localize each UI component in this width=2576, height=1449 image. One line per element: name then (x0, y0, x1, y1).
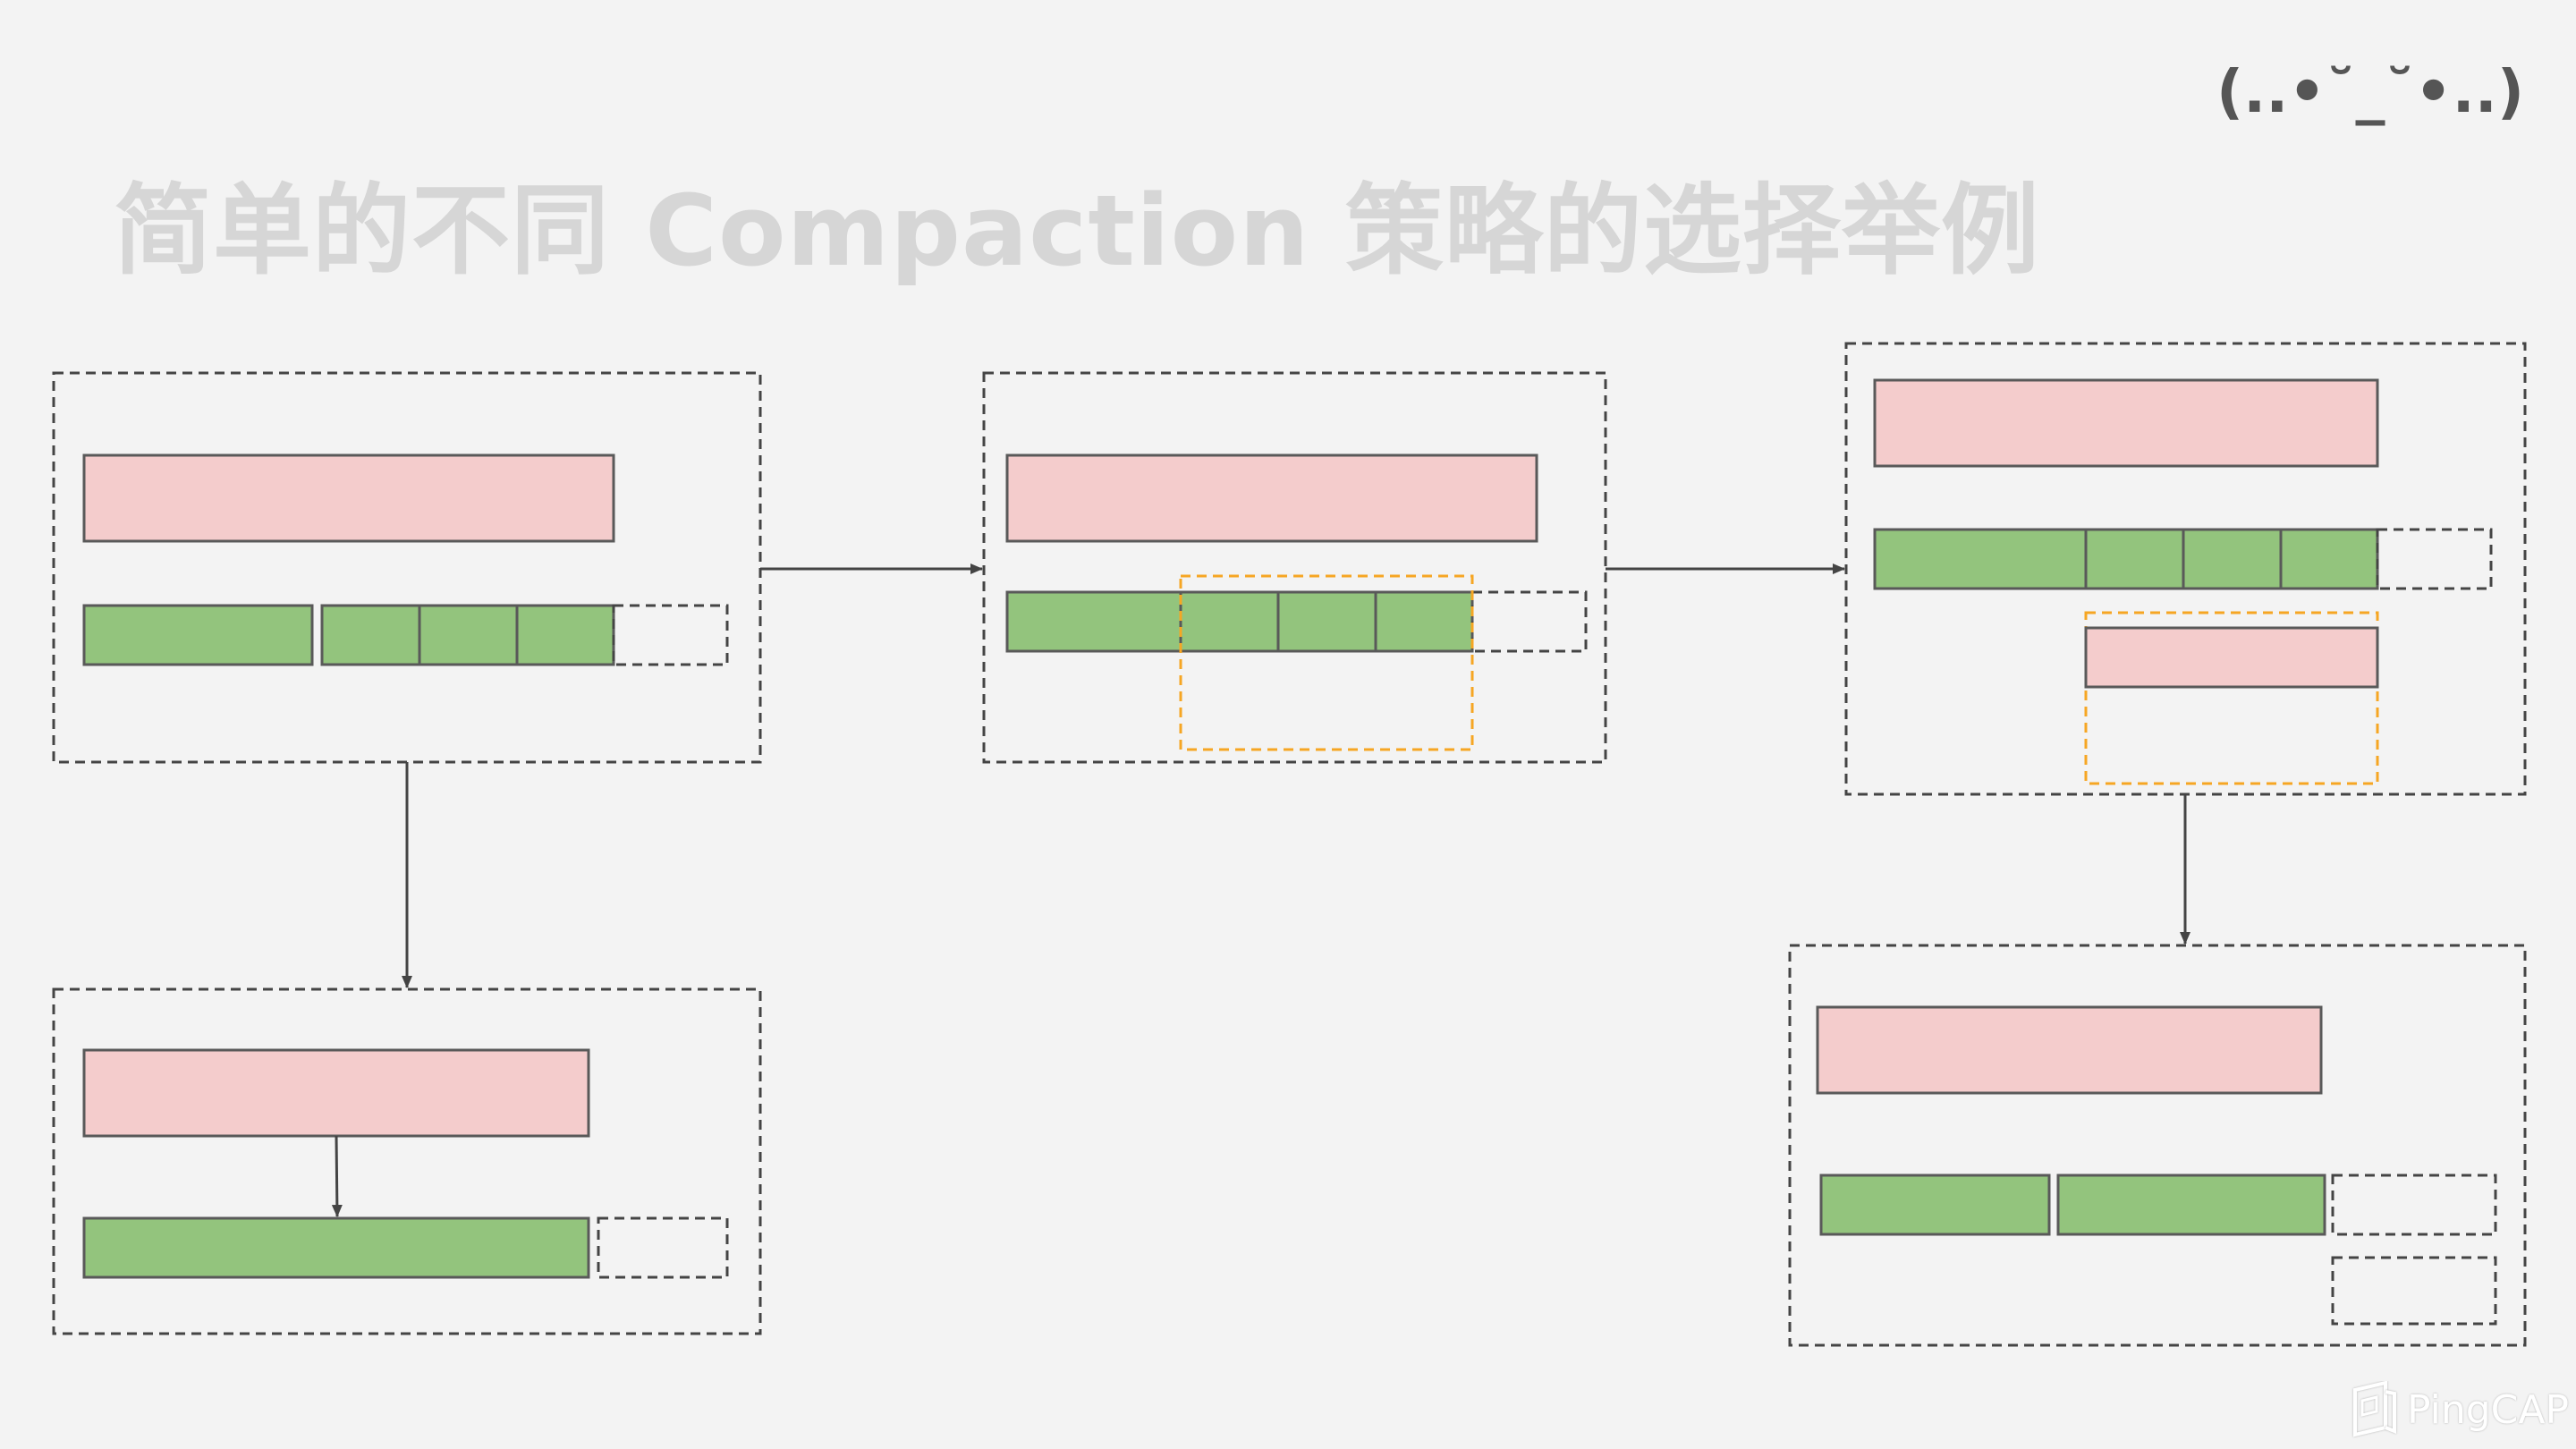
l1-block (82, 604, 314, 666)
l1-block (2056, 1174, 2326, 1236)
panel-initial-frame (52, 371, 762, 764)
empty-slot (2331, 1256, 2497, 1326)
panel-after-compaction (1844, 342, 2527, 796)
empty-slot (2376, 528, 2493, 590)
l1-block (1276, 590, 1377, 653)
panel-partial-selection-frame (982, 371, 1607, 764)
merged-block (82, 1216, 590, 1279)
brand-name: PingCAP (2407, 1386, 2569, 1433)
l0-block (1873, 378, 2379, 468)
empty-slot (1470, 590, 1588, 653)
l1-block (2279, 528, 2379, 590)
l1-block (2182, 528, 2283, 590)
pingcap-logo-icon (2353, 1381, 2397, 1437)
l0-block (82, 453, 615, 543)
l1-block (515, 604, 615, 666)
l1-block (1819, 1174, 2051, 1236)
panel-result-frame (1788, 944, 2527, 1347)
selection-highlight (1179, 574, 1474, 751)
empty-slot (2331, 1174, 2497, 1236)
l0-block (82, 1048, 590, 1138)
l0-block (1005, 453, 1538, 543)
l0-block (1816, 1005, 2323, 1095)
compacted-block (2084, 626, 2379, 689)
panel-result (1788, 944, 2527, 1347)
panel-full-merge (52, 987, 762, 1335)
empty-slot (597, 1216, 729, 1279)
l1-block (320, 604, 421, 666)
panel-partial-selection (982, 371, 1607, 764)
l1-block (1179, 590, 1280, 653)
merge-arrow (331, 1135, 343, 1217)
brand-logo: PingCAP (2350, 1381, 2569, 1438)
panel-full-merge-frame (52, 987, 762, 1335)
selection-highlight (2084, 611, 2379, 785)
slide-title: 简单的不同 Compaction 策略的选择举例 (114, 174, 2040, 288)
empty-slot (612, 604, 729, 666)
l1-block (1873, 528, 2088, 590)
emoticon-label: (..•˘_˘•..) (2216, 57, 2524, 126)
l1-block (1374, 590, 1474, 653)
l1-block (2084, 528, 2185, 590)
l1-block (418, 604, 519, 666)
l1-block (1005, 590, 1182, 653)
panel-initial (52, 371, 762, 764)
